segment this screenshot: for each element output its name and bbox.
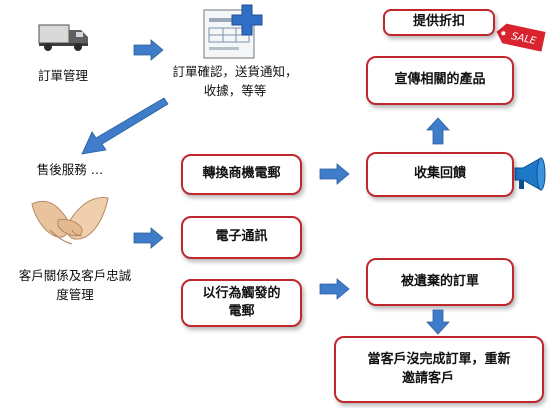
arrow-order-to-confirmation (133, 39, 164, 61)
collect-feedback-text: 收集回饋 (413, 166, 466, 182)
box-abandoned-orders: 被遺棄的訂單 (366, 258, 514, 306)
abandoned-orders-text: 被遺棄的訂單 (400, 273, 479, 289)
box-behavior-email: 以行為觸發的 電郵 (181, 279, 302, 327)
after-sales-text: 售後服務 … (36, 162, 104, 177)
order-management-text: 訂單管理 (37, 68, 88, 83)
megaphone-icon (514, 157, 546, 191)
arrow-convert-email-to-feedback (319, 163, 350, 185)
handshake-icon (31, 197, 109, 245)
reinvite-line1: 當客戶沒完成訂單，重新 (367, 352, 511, 368)
label-order-management: 訂單管理 (8, 66, 118, 85)
sale-tag-text: SALE (510, 31, 537, 47)
box-discount: 提供折扣 (383, 9, 495, 36)
discount-text: 提供折扣 (412, 14, 465, 30)
arrow-abandoned-to-reinvite (426, 309, 450, 335)
arrow-crm-to-newsletter (133, 227, 164, 249)
document-add-icon (203, 4, 263, 59)
behavior-email-line2: 電郵 (228, 304, 255, 319)
arrow-behavior-to-abandoned (319, 278, 350, 300)
arrow-feedback-to-promote (426, 117, 450, 145)
box-reinvite-customers: 當客戶沒完成訂單，重新 邀請客戶 (334, 336, 544, 403)
order-confirmation-line1: 訂單確認，送貨通知， (172, 64, 298, 79)
sale-tag-icon: SALE (496, 23, 546, 52)
convert-email-text: 轉換商機電郵 (202, 166, 281, 182)
promote-products-text: 宣傳相關的產品 (394, 72, 486, 88)
label-order-confirmation: 訂單確認，送貨通知， 收據，等等 (160, 62, 310, 101)
crm-line2: 度管理 (56, 287, 94, 303)
box-newsletter: 電子通訊 (181, 216, 302, 259)
box-collect-feedback: 收集回饋 (366, 152, 514, 197)
arrow-confirmation-to-after-sales (81, 97, 169, 155)
label-after-sales: 售後服務 … (10, 160, 130, 179)
reinvite-line2: 邀請客戶 (401, 370, 454, 386)
label-crm: 客戶關係及客戶忠誠 度管理 (0, 266, 150, 305)
truck-icon (38, 24, 88, 51)
order-confirmation-line2: 收據，等等 (203, 83, 267, 99)
newsletter-text: 電子通訊 (215, 229, 268, 245)
crm-line1: 客戶關係及客戶忠誠 (18, 268, 132, 283)
behavior-email-line1: 以行為觸發的 (202, 285, 281, 301)
box-convert-email: 轉換商機電郵 (181, 154, 302, 195)
box-promote-products: 宣傳相關的產品 (366, 56, 514, 105)
